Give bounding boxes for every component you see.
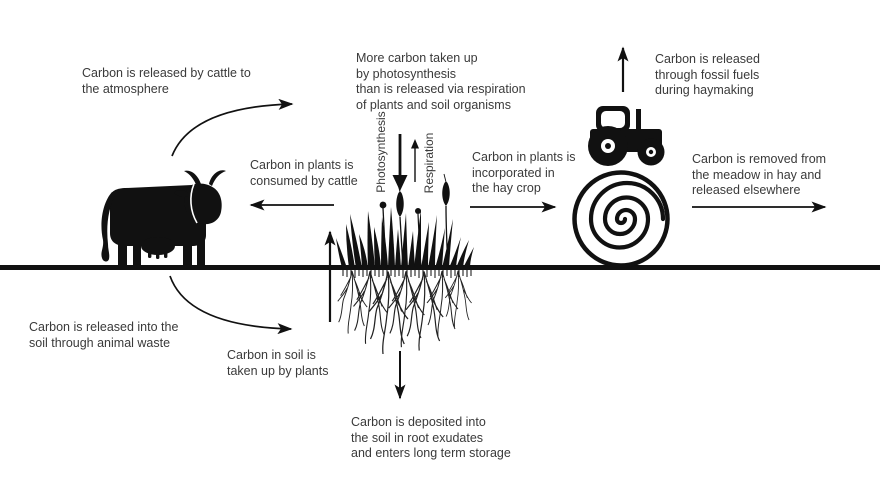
label-fossil-fuels: Carbon is released through fossil fuels … — [655, 52, 760, 97]
arrow-photosynthesis-head — [392, 175, 408, 191]
label-soil-taken-up: Carbon in soil is taken up by plants — [227, 348, 329, 378]
flow-arrows — [169, 46, 827, 400]
tractor-icon — [588, 106, 665, 166]
label-root-exudates: Carbon is deposited into the soil in roo… — [351, 415, 511, 460]
hay-bale-spiral-icon — [572, 170, 670, 268]
label-animal-waste: Carbon is released into the soil through… — [29, 320, 179, 350]
grass-icon — [336, 173, 474, 269]
arrow-waste-to-soil — [169, 275, 293, 335]
label-removed-from-meadow: Carbon is removed from the meadow in hay… — [692, 152, 827, 197]
roots-icon — [337, 270, 473, 355]
arrow-cattle-to-atmosphere — [171, 98, 294, 157]
label-consumed-by-cattle: Carbon in plants is consumed by cattle — [250, 158, 358, 188]
label-incorporated-in-hay: Carbon in plants is incorporated in the … — [472, 150, 576, 195]
label-more-carbon-taken-up: More carbon taken up by photosynthesis t… — [356, 51, 526, 112]
label-photosynthesis: Photosynthesis — [374, 111, 388, 193]
arrow-respiration-head — [411, 139, 419, 149]
label-released-by-cattle: Carbon is released by cattle to the atmo… — [82, 66, 251, 96]
cow-icon — [101, 170, 226, 267]
label-respiration: Respiration — [422, 132, 436, 194]
